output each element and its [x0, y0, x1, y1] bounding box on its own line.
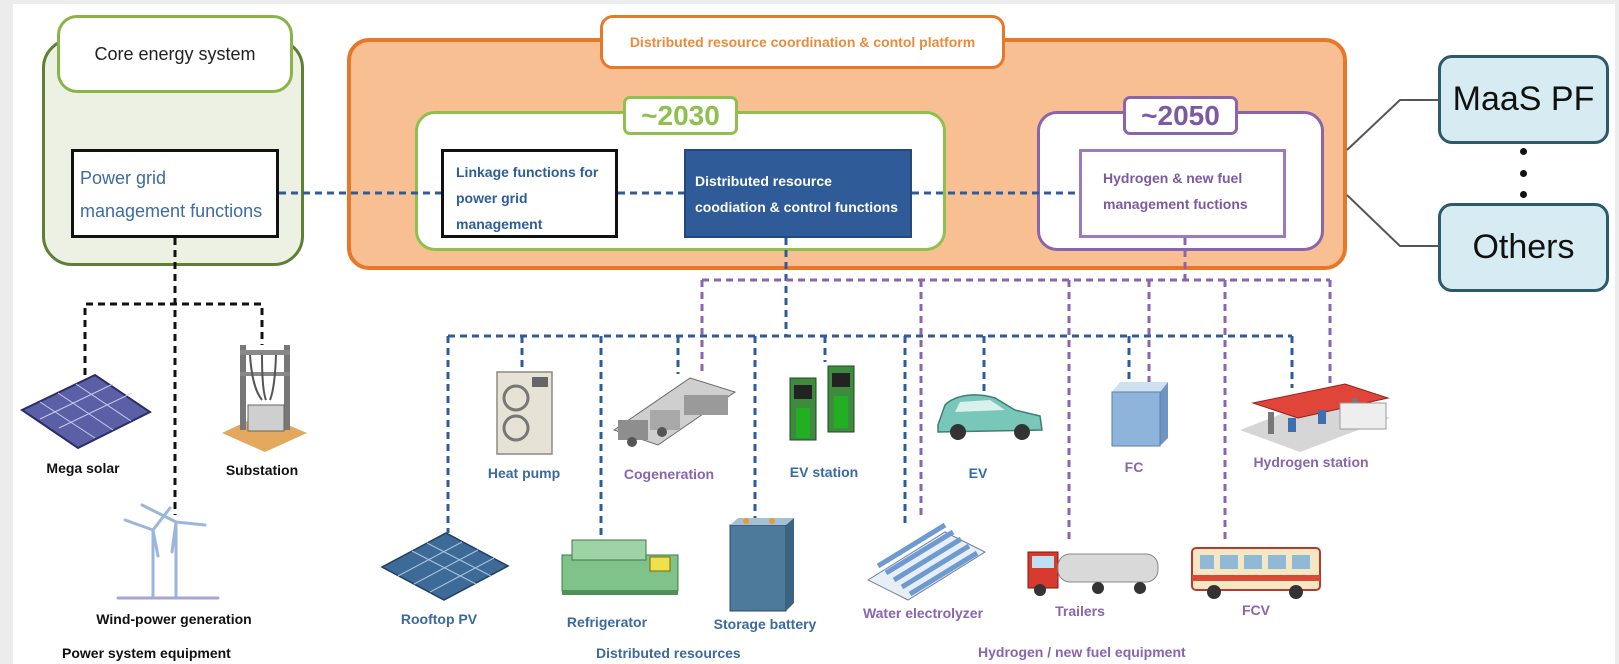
label-rooftop-pv: Rooftop PV [400, 611, 478, 627]
label-fcv: FCV [1242, 602, 1270, 618]
ellipsis-dots-icon [1519, 148, 1527, 198]
power-grid-management-box: Power grid management functions [71, 149, 279, 238]
group-power-system-equipment: Power system equipment [62, 645, 231, 661]
hydrogen-lines [700, 238, 1332, 543]
distributed-resource-lines [446, 238, 1294, 548]
h2-line-1: Hydrogen & new fuel [1103, 170, 1243, 186]
ev-station-icon [789, 365, 855, 441]
label-trailers: Trailers [1055, 603, 1105, 619]
linkage-line-3: management [456, 216, 543, 232]
hydrogen-fuel-management-box: Hydrogen & new fuel management fuctions [1079, 149, 1286, 238]
label-fc: FC [1124, 459, 1144, 475]
label-water-electrolyzer: Water electrolyzer [862, 605, 984, 621]
power-grid-line-1: Power grid [80, 168, 167, 188]
heat-pump-icon [496, 371, 553, 455]
distributed-resource-control-box: Distributed resource coodiation & contro… [684, 149, 912, 238]
line-to-maas [1346, 99, 1440, 151]
label-mega-solar: Mega solar [46, 460, 120, 476]
phase-2030-tag: ~2030 [623, 96, 738, 135]
ev-car-icon [937, 394, 1043, 440]
label-cogeneration: Cogeneration [623, 466, 715, 482]
group-hydrogen-new-fuel: Hydrogen / new fuel equipment [978, 644, 1186, 660]
wind-turbine-icon [116, 503, 220, 600]
phase-2050-tag: ~2050 [1123, 96, 1238, 135]
label-substation: Substation [225, 462, 299, 478]
maas-pf-box: MaaS PF [1438, 55, 1609, 144]
group-distributed-resources: Distributed resources [596, 645, 741, 661]
label-wind-power: Wind-power generation [96, 611, 252, 627]
label-refrigerator: Refrigerator [566, 614, 648, 630]
trailer-truck-icon [1027, 551, 1159, 596]
rooftop-pv-icon [380, 532, 510, 601]
substation-icon [222, 345, 307, 452]
drc-line-2: coodiation & control functions [695, 199, 898, 215]
water-electrolyzer-icon [866, 522, 987, 601]
label-ev-station: EV station [789, 464, 859, 480]
power-grid-line-2: management functions [80, 201, 263, 221]
linkage-functions-box: Linkage functions for power grid managem… [441, 149, 618, 238]
label-storage-battery: Storage battery [713, 616, 817, 632]
storage-battery-icon [729, 518, 794, 612]
coordination-platform-title: Distributed resource coordination & cont… [600, 15, 1005, 69]
linkage-line-1: Linkage functions for [456, 164, 599, 180]
fc-icon [1111, 382, 1168, 447]
refrigerator-icon [561, 539, 679, 595]
fcv-bus-icon [1191, 547, 1321, 599]
hydrogen-station-icon [1240, 383, 1390, 452]
label-hydrogen-station: Hydrogen station [1253, 454, 1369, 470]
cogeneration-icon [612, 377, 737, 447]
mega-solar-icon [19, 373, 152, 450]
power-system-lines [83, 238, 264, 515]
h2-line-2: management fuctions [1103, 196, 1248, 212]
core-energy-system-title: Core energy system [57, 15, 293, 93]
label-ev: EV [968, 465, 988, 481]
line-to-others [1346, 194, 1440, 247]
drc-line-1: Distributed resource [695, 173, 832, 189]
label-heat-pump: Heat pump [487, 465, 561, 481]
others-box: Others [1438, 203, 1609, 292]
linkage-line-2: power grid [456, 190, 528, 206]
